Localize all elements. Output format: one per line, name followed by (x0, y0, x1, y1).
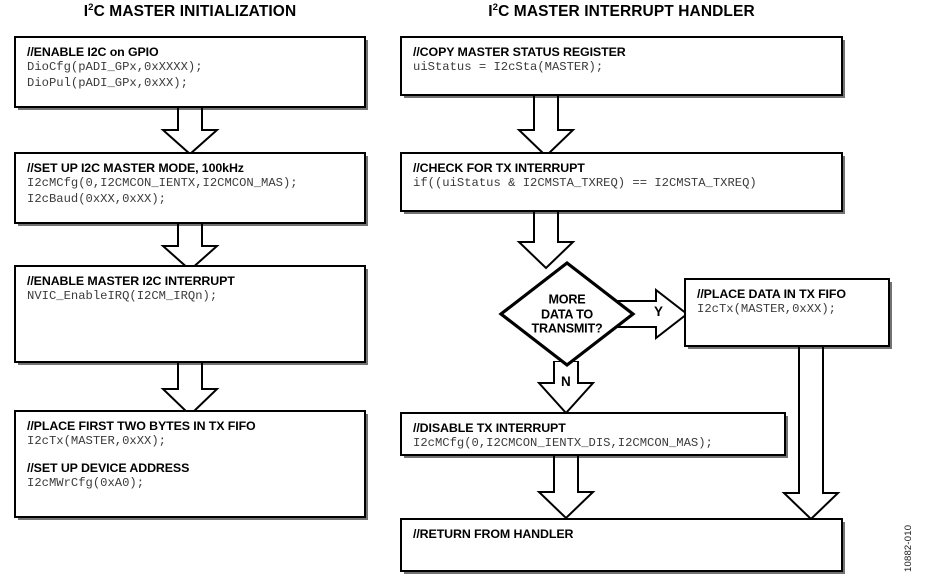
left-box-setup-master-mode: //SET UP I2C MASTER MODE, 100kHz I2cMCfg… (14, 152, 366, 224)
left-title-pre: I (83, 3, 89, 20)
arrow-right-2-to-decision (516, 208, 576, 270)
left-box2-code-2: I2cBaud(0xXX,0xXX); (27, 191, 166, 206)
decision-label: MORE DATA TO TRANSMIT? (498, 292, 636, 336)
right-title-post: C MASTER INTERRUPT HANDLER (498, 3, 755, 20)
txfifo-comment: //PLACE DATA IN TX FIFO (697, 287, 846, 301)
left-box4-spacer (27, 450, 364, 461)
disable-code-1: I2cMCfg(0,I2CMCON_IENTX_DIS,I2CMCON_MAS)… (413, 436, 713, 450)
decision-diamond-shape (498, 260, 636, 368)
return-comment: //RETURN FROM HANDLER (413, 527, 574, 541)
figure-id-label: 10882-010 (903, 524, 914, 572)
left-box4-comment-1: //PLACE FIRST TWO BYTES IN TX FIFO (27, 419, 256, 433)
right-box1-code-1: uiStatus = I2cSta(MASTER); (413, 60, 604, 74)
right-box-disable-tx-interrupt: //DISABLE TX INTERRUPT I2cMCfg(0,I2CMCON… (400, 412, 786, 456)
arrow-decision-no (536, 361, 596, 415)
right-box-check-tx-interrupt: //CHECK FOR TX INTERRUPT if((uiStatus & … (400, 152, 843, 212)
arrow-left-2-to-3 (160, 220, 220, 272)
left-box4-code-2: I2cMWrCfg(0xA0); (27, 475, 145, 490)
txfifo-code-1: I2cTx(MASTER,0xXX); (697, 302, 836, 316)
right-title-pre: I (488, 3, 493, 20)
left-box4-code-1: I2cTx(MASTER,0xXX); (27, 434, 166, 448)
right-box-copy-master-status: //COPY MASTER STATUS REGISTER uiStatus =… (400, 36, 843, 96)
decision-line-1: MORE (548, 292, 586, 307)
arrow-txfifo-to-return (781, 343, 841, 521)
right-box2-comment: //CHECK FOR TX INTERRUPT (413, 161, 585, 175)
left-box-enable-i2c-gpio: //ENABLE I2C on GPIO DioCfg(pADI_GPx,0xX… (14, 36, 366, 108)
right-box1-comment: //COPY MASTER STATUS REGISTER (413, 45, 626, 59)
right-title-superscript: 2 (492, 1, 499, 13)
left-box-enable-master-interrupt: //ENABLE MASTER I2C INTERRUPT NVIC_Enabl… (14, 265, 366, 363)
left-title-post: C MASTER INITIALIZATION (93, 3, 297, 20)
branch-label-no: N (561, 374, 571, 389)
arrow-disable-to-return (536, 452, 596, 520)
left-title-superscript: 2 (88, 1, 94, 13)
left-box-place-first-two-bytes: //PLACE FIRST TWO BYTES IN TX FIFO I2cTx… (14, 410, 366, 518)
branch-label-yes: Y (654, 304, 664, 319)
right-box2-code-1: if((uiStatus & I2CMSTA_TXREQ) == I2CMSTA… (413, 176, 757, 190)
left-box1-code-1: DioCfg(pADI_GPx,0xXXXX); (27, 60, 203, 74)
arrow-left-1-to-2 (160, 104, 220, 156)
left-box3-code-1: NVIC_EnableIRQ(I2CM_IRQn); (27, 289, 218, 303)
left-box1-code-2: DioPul(pADI_GPx,0xXX); (27, 75, 188, 90)
left-column-title: I2C MASTER INITIALIZATION (14, 3, 366, 21)
left-box1-comment: //ENABLE I2C on GPIO (27, 45, 159, 59)
right-column-title: I2C MASTER INTERRUPT HANDLER (400, 3, 843, 21)
right-box-place-data-in-tx-fifo: //PLACE DATA IN TX FIFO I2cTx(MASTER,0xX… (684, 278, 890, 347)
right-box-return-from-handler: //RETURN FROM HANDLER (400, 518, 843, 572)
disable-comment: //DISABLE TX INTERRUPT (413, 421, 566, 435)
decision-more-data-to-transmit: MORE DATA TO TRANSMIT? (498, 260, 636, 368)
left-box2-comment: //SET UP I2C MASTER MODE, 100kHz (27, 161, 244, 175)
left-box2-code-1: I2cMCfg(0,I2CMCON_IENTX,I2CMCON_MAS); (27, 176, 298, 190)
decision-line-2: DATA TO (541, 306, 593, 321)
arrow-right-1-to-2 (516, 92, 576, 158)
left-box4-comment-2: //SET UP DEVICE ADDRESS (27, 460, 190, 475)
decision-line-3: TRANSMIT? (531, 321, 603, 336)
arrow-left-3-to-4 (160, 359, 220, 417)
left-box3-comment: //ENABLE MASTER I2C INTERRUPT (27, 274, 235, 288)
